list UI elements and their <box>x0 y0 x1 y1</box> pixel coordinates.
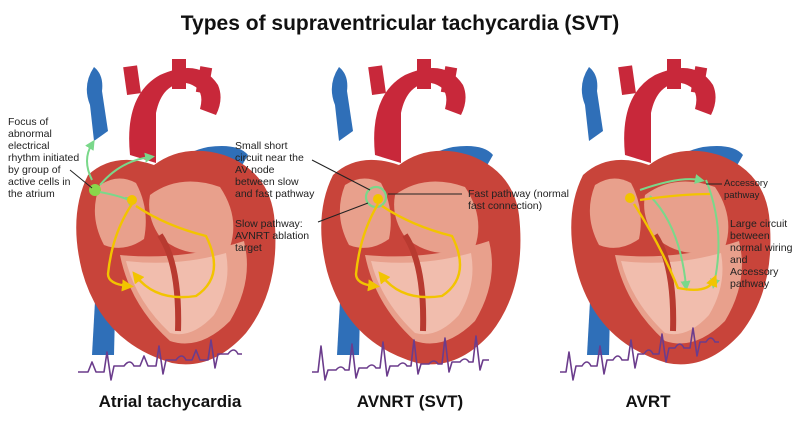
diagram-title: Types of supraventricular tachycardia (S… <box>180 12 620 35</box>
annotation-slow-pathway: Slow pathway: AVNRT ablation target <box>235 218 310 254</box>
ecg-trace-avrt <box>560 327 719 381</box>
annotation-large-circuit: Large circuit between normal wiring and … <box>730 218 793 290</box>
ecg-trace-atrial <box>78 339 242 381</box>
annotation-fast-pathway: Fast pathway (normal fast connection) <box>468 188 569 212</box>
panel-label-avrt: AVRT <box>625 392 671 411</box>
heart-illustration-avrt <box>571 59 770 364</box>
panel-label-atrial: Atrial tachycardia <box>98 392 242 411</box>
annotation-small-circuit: Small short circuit near the AV node bet… <box>235 140 315 200</box>
panel-label-avnrt: AVNRT (SVT) <box>356 392 464 411</box>
ectopic-focus <box>89 184 101 196</box>
heart-illustration-atrial <box>76 59 275 364</box>
annotation-focus: Focus of abnormal electrical rhythm init… <box>8 116 80 200</box>
annotation-accessory-pathway: Accessory pathway <box>724 178 768 201</box>
ecg-trace-avnrt <box>312 335 489 381</box>
